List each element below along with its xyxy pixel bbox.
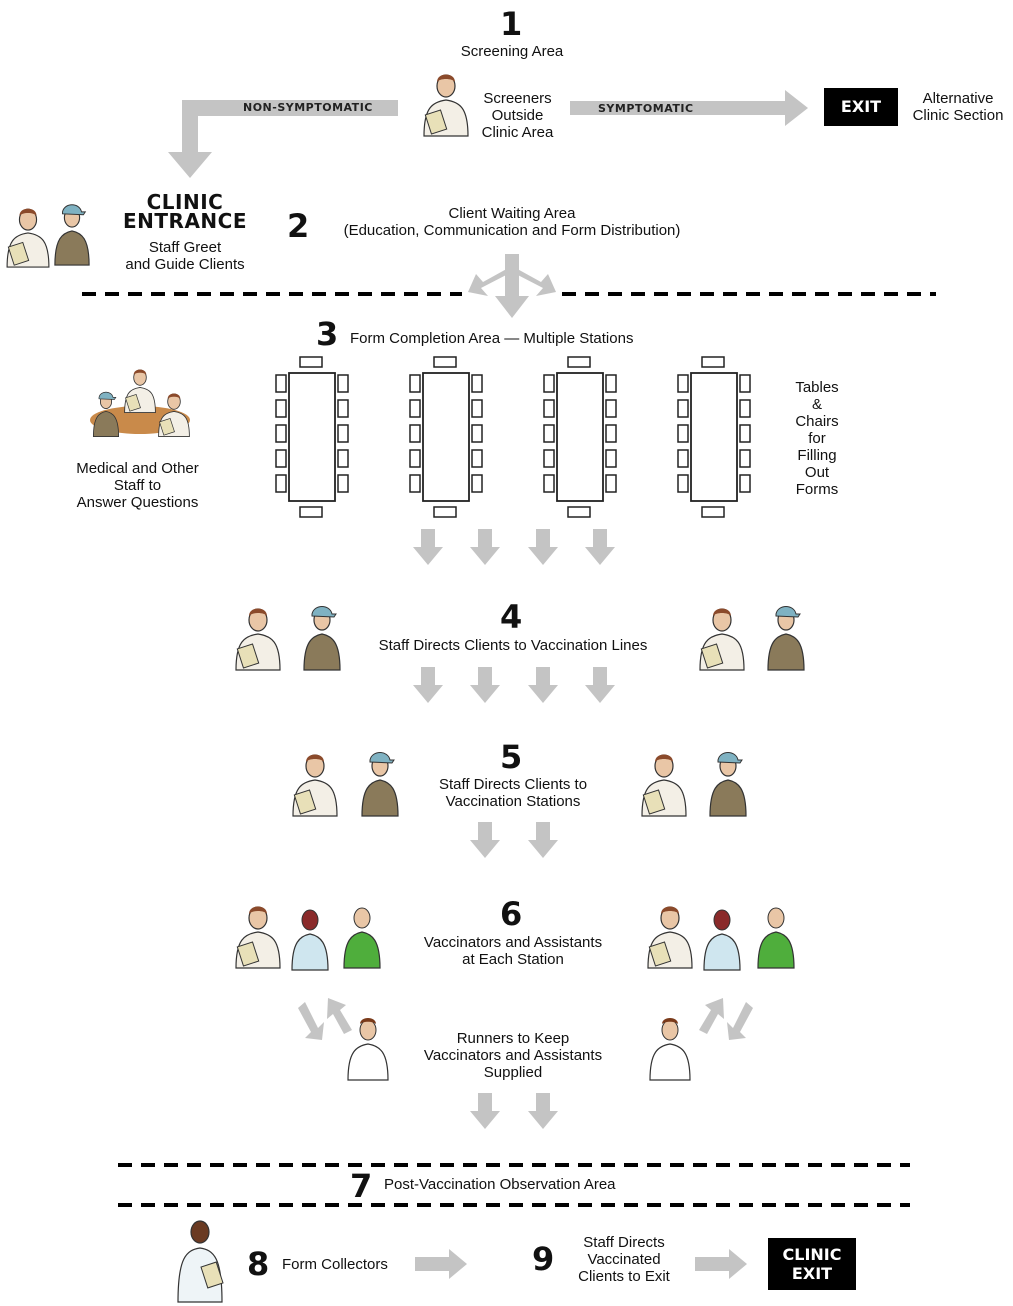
runner-icon bbox=[347, 1018, 389, 1081]
runners-label: Runners to Keep Vaccinators and Assistan… bbox=[423, 1030, 603, 1081]
staff-and-client-icon bbox=[235, 607, 281, 671]
step3-number: 3 bbox=[316, 315, 339, 353]
step5-title: Staff Directs Clients to Vaccination Sta… bbox=[438, 776, 588, 810]
waiting-area-arrows bbox=[468, 254, 556, 318]
medical-staff-label: Medical and Other Staff to Answer Questi… bbox=[76, 460, 199, 511]
tables-label: Tables & Chairs for Filling Out Forms bbox=[795, 379, 839, 498]
greeter-staff-icon bbox=[6, 208, 50, 268]
non-symptomatic-label: NON-SYMPTOMATIC bbox=[243, 101, 373, 114]
step8-number: 8 bbox=[247, 1245, 270, 1283]
arrows-to-step7 bbox=[470, 1093, 558, 1129]
symptomatic-label: SYMPTOMATIC bbox=[598, 102, 694, 115]
step1-title: Screening Area bbox=[460, 43, 564, 60]
clinic-entrance-title: CLINIC ENTRANCE bbox=[123, 190, 247, 233]
step7-number: 7 bbox=[350, 1167, 373, 1205]
clinic-entrance-subtitle: Staff Greet and Guide Clients bbox=[125, 239, 245, 273]
runner-arrows bbox=[298, 998, 753, 1040]
step4-title: Staff Directs Clients to Vaccination Lin… bbox=[378, 637, 648, 654]
step4-number: 4 bbox=[500, 598, 523, 636]
clinic-exit-box: CLINIC EXIT bbox=[768, 1238, 856, 1290]
non-symptomatic-arrow bbox=[168, 100, 398, 178]
screeners-label: Screeners Outside Clinic Area bbox=[481, 90, 554, 141]
group-meeting-icon bbox=[90, 369, 190, 438]
symptomatic-arrow bbox=[570, 90, 808, 126]
step7-title: Post-Vaccination Observation Area bbox=[384, 1176, 616, 1193]
arrow-to-step9 bbox=[415, 1249, 467, 1279]
table-with-chairs-icon bbox=[276, 357, 348, 517]
screener-with-clipboard-icon bbox=[423, 73, 469, 137]
arrows-to-step4 bbox=[413, 529, 615, 565]
exit-box: EXIT bbox=[824, 88, 898, 126]
step1-number: 1 bbox=[500, 5, 523, 43]
arrows-to-step5 bbox=[413, 667, 615, 703]
step9-number: 9 bbox=[532, 1240, 555, 1278]
step8-title: Form Collectors bbox=[282, 1256, 388, 1273]
alternative-section-label: Alternative Clinic Section bbox=[912, 90, 1004, 124]
vaccinator-team-icon bbox=[235, 905, 381, 971]
step6-title: Vaccinators and Assistants at Each Stati… bbox=[423, 934, 603, 968]
step2-number: 2 bbox=[287, 207, 310, 245]
step5-number: 5 bbox=[500, 738, 523, 776]
form-collector-icon bbox=[177, 1220, 224, 1303]
step2-title: Client Waiting Area (Education, Communic… bbox=[343, 205, 681, 239]
step9-title: Staff Directs Vaccinated Clients to Exit bbox=[578, 1234, 670, 1285]
step6-number: 6 bbox=[500, 895, 523, 933]
arrow-to-exit bbox=[695, 1249, 747, 1279]
step3-title: Form Completion Area — Multiple Stations bbox=[350, 330, 634, 347]
arrows-to-step6 bbox=[470, 822, 558, 858]
